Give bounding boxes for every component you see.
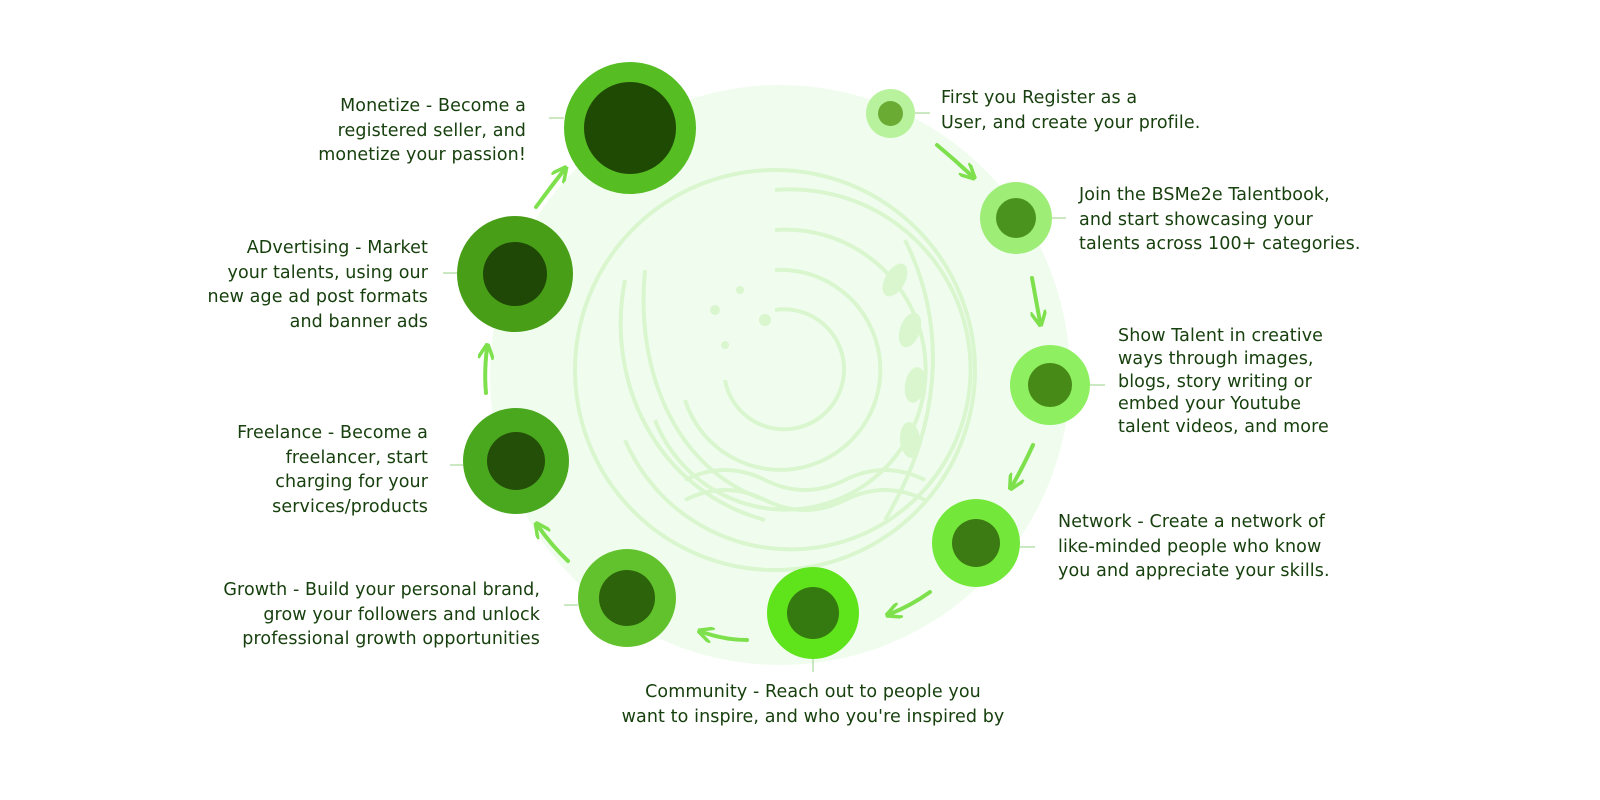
step-label-join: Join the BSMe2e Talentbook, and start sh… [1079, 185, 1361, 254]
step-label-monetize: Monetize - Become a registered seller, a… [318, 96, 526, 165]
step-label-register: First you Register as a User, and create… [941, 88, 1201, 133]
flow-arrow-6 [538, 526, 570, 563]
step-label-freelance: Freelance - Become a freelancer, start c… [237, 423, 428, 517]
step-node-core-show-talent [1028, 363, 1072, 407]
step-node-freelance [463, 408, 569, 514]
flow-arrow-2 [1030, 276, 1040, 322]
step-node-monetize [564, 62, 696, 194]
flow-arrow-7 [485, 348, 487, 395]
step-node-core-register [878, 101, 903, 126]
step-label-community: Community - Reach out to people you want… [621, 682, 1005, 727]
step-node-growth [578, 549, 676, 647]
step-node-core-freelance [487, 432, 545, 490]
step-label-advertising: ADvertising - Market your talents, using… [207, 238, 428, 332]
step-node-core-network [952, 519, 1000, 567]
flow-arrow-4 [890, 590, 932, 614]
step-node-core-advertising [483, 242, 547, 306]
watermark-emblem-icon [573, 168, 977, 572]
flow-arrow-8 [534, 170, 564, 209]
step-node-core-community [787, 587, 839, 639]
step-label-network: Network - Create a network of like-minde… [1058, 512, 1330, 581]
step-node-show-talent [1010, 345, 1090, 425]
step-node-network [932, 499, 1020, 587]
step-node-community [767, 567, 859, 659]
flow-arrow-3 [1012, 443, 1035, 486]
step-node-core-join [996, 198, 1036, 238]
step-node-core-growth [599, 570, 655, 626]
step-node-join [980, 182, 1052, 254]
flow-arrow-1 [935, 143, 972, 176]
step-node-register [866, 89, 915, 138]
step-label-show-talent: Show Talent in creative ways through ima… [1118, 326, 1329, 438]
step-node-advertising [457, 216, 573, 332]
flow-arrow-5 [702, 632, 749, 640]
step-node-core-monetize [584, 82, 676, 174]
step-label-growth: Growth - Build your personal brand, grow… [223, 580, 540, 649]
